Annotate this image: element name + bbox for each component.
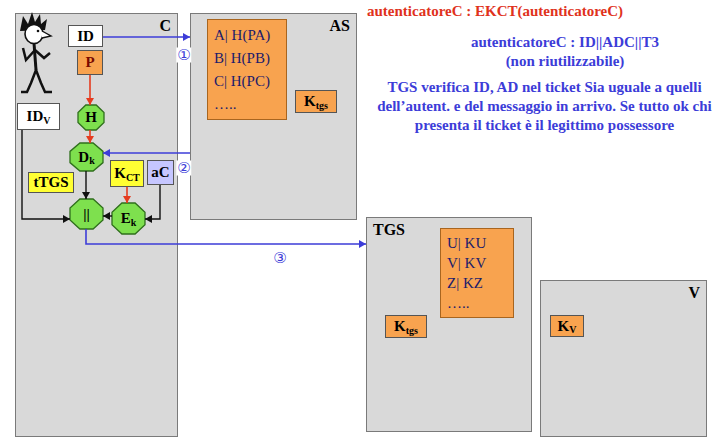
subscript: k	[89, 156, 95, 166]
connector-line	[103, 152, 190, 154]
callout-number: ②	[176, 161, 191, 176]
table-row: U| KU	[447, 233, 486, 253]
function-octagon: ||	[70, 199, 103, 229]
subscript: tgs	[316, 101, 328, 111]
value-box: ID	[68, 25, 103, 47]
region-box: TGSU| KUV| KVZ| KZ…..Ktgs	[366, 217, 532, 432]
box-label: ID	[27, 109, 44, 124]
box-label: K	[304, 94, 316, 109]
connector	[103, 33, 190, 41]
note-frame: (non riutilizzabile)	[410, 52, 720, 71]
figure-body	[34, 43, 36, 70]
function-octagon: H	[78, 105, 104, 130]
figure-leg	[21, 70, 36, 92]
key-table: U| KUV| KVZ| KZ…..	[440, 228, 514, 318]
note-text: (non riutilizzabile)	[410, 52, 720, 71]
box-label: ||	[83, 207, 90, 222]
connector-line	[103, 36, 190, 38]
note-frame: TGS verifica ID, AD nel ticket Sia ugual…	[372, 78, 717, 135]
box-label: H	[85, 110, 97, 125]
figure-head	[25, 25, 43, 44]
value-box: aC	[147, 160, 174, 185]
connector-line	[145, 185, 160, 219]
table-row: …..	[447, 293, 470, 313]
arrowhead	[86, 98, 94, 105]
figure-eye	[37, 30, 40, 33]
function-octagon: Dk	[70, 143, 103, 171]
connector	[103, 212, 112, 220]
figure-arm	[35, 50, 50, 58]
arrowhead	[359, 240, 366, 248]
connector	[123, 187, 131, 203]
callout-number: ③	[272, 251, 287, 266]
region-box: VKV	[540, 280, 707, 437]
arrowhead	[103, 212, 110, 220]
value-box: IDV	[17, 103, 60, 130]
subscript: k	[131, 218, 137, 228]
region-title: V	[541, 281, 706, 305]
value-box: KV	[550, 315, 584, 337]
arrowhead	[63, 215, 70, 223]
octagon-shape	[70, 199, 103, 229]
arrowhead	[103, 149, 110, 157]
function-octagon: Ek	[112, 203, 145, 234]
table-row: …..	[214, 94, 237, 114]
subscript: V	[569, 325, 576, 335]
connector	[86, 229, 366, 248]
box-label: aC	[151, 165, 169, 180]
box-label: P	[85, 55, 94, 70]
connector	[86, 75, 94, 105]
table-row: B| H(PB)	[214, 48, 270, 68]
subscript: CT	[126, 173, 140, 183]
arrowhead	[183, 33, 190, 41]
value-box: P	[77, 50, 103, 75]
user-figure	[20, 12, 52, 92]
note-text: TGS verifica ID, AD nel ticket Sia ugual…	[372, 78, 717, 135]
figure-nose	[42, 31, 51, 38]
connector-line	[22, 130, 70, 219]
box-label: K	[558, 319, 570, 334]
table-row: Z| KZ	[447, 273, 483, 293]
subscript: V	[43, 116, 50, 126]
connector	[82, 171, 90, 199]
octagon-shape	[70, 143, 103, 171]
connector	[86, 130, 94, 143]
value-box: KCT	[110, 160, 144, 187]
arrowhead	[145, 215, 152, 223]
note-frame: autenticatoreC : ID||ADC||T3	[410, 33, 720, 52]
arrowhead	[82, 192, 90, 199]
connector	[145, 185, 160, 223]
table-row: A| H(PA)	[214, 25, 270, 45]
figure-leg	[36, 70, 52, 92]
callout-number: ①	[176, 48, 191, 63]
arrowhead	[86, 136, 94, 143]
table-row: C| H(PC)	[214, 71, 270, 91]
box-label: E	[121, 211, 131, 226]
connector	[22, 130, 70, 223]
box-label: K	[394, 319, 406, 334]
box-label: D	[78, 150, 89, 165]
figure-arm	[23, 48, 35, 60]
value-box: Ktgs	[295, 90, 337, 113]
value-box: tTGS	[28, 172, 74, 193]
note-text: autenticatoreC : EKCT(autenticatoreC)	[367, 2, 717, 21]
connector-line	[86, 229, 366, 244]
subscript: tgs	[406, 326, 418, 336]
table-row: V| KV	[447, 253, 486, 273]
box-label: ID	[77, 29, 94, 44]
region-box: ASA| H(PA)B| H(PB)C| H(PC)…..Ktgs	[190, 13, 357, 220]
note-text: autenticatoreC : ID||ADC||T3	[410, 33, 720, 52]
octagon-shape	[112, 203, 145, 234]
octagon-shape	[78, 105, 104, 130]
arrowhead	[123, 196, 131, 203]
note-frame: autenticatoreC : EKCT(autenticatoreC)	[367, 2, 717, 21]
box-label: K	[114, 166, 126, 181]
value-box: Ktgs	[385, 315, 427, 338]
key-table: A| H(PA) B| H(PB) C| H(PC) …..	[207, 19, 287, 120]
connector	[103, 149, 190, 157]
region-title: C	[16, 14, 177, 38]
box-label: tTGS	[33, 175, 68, 190]
